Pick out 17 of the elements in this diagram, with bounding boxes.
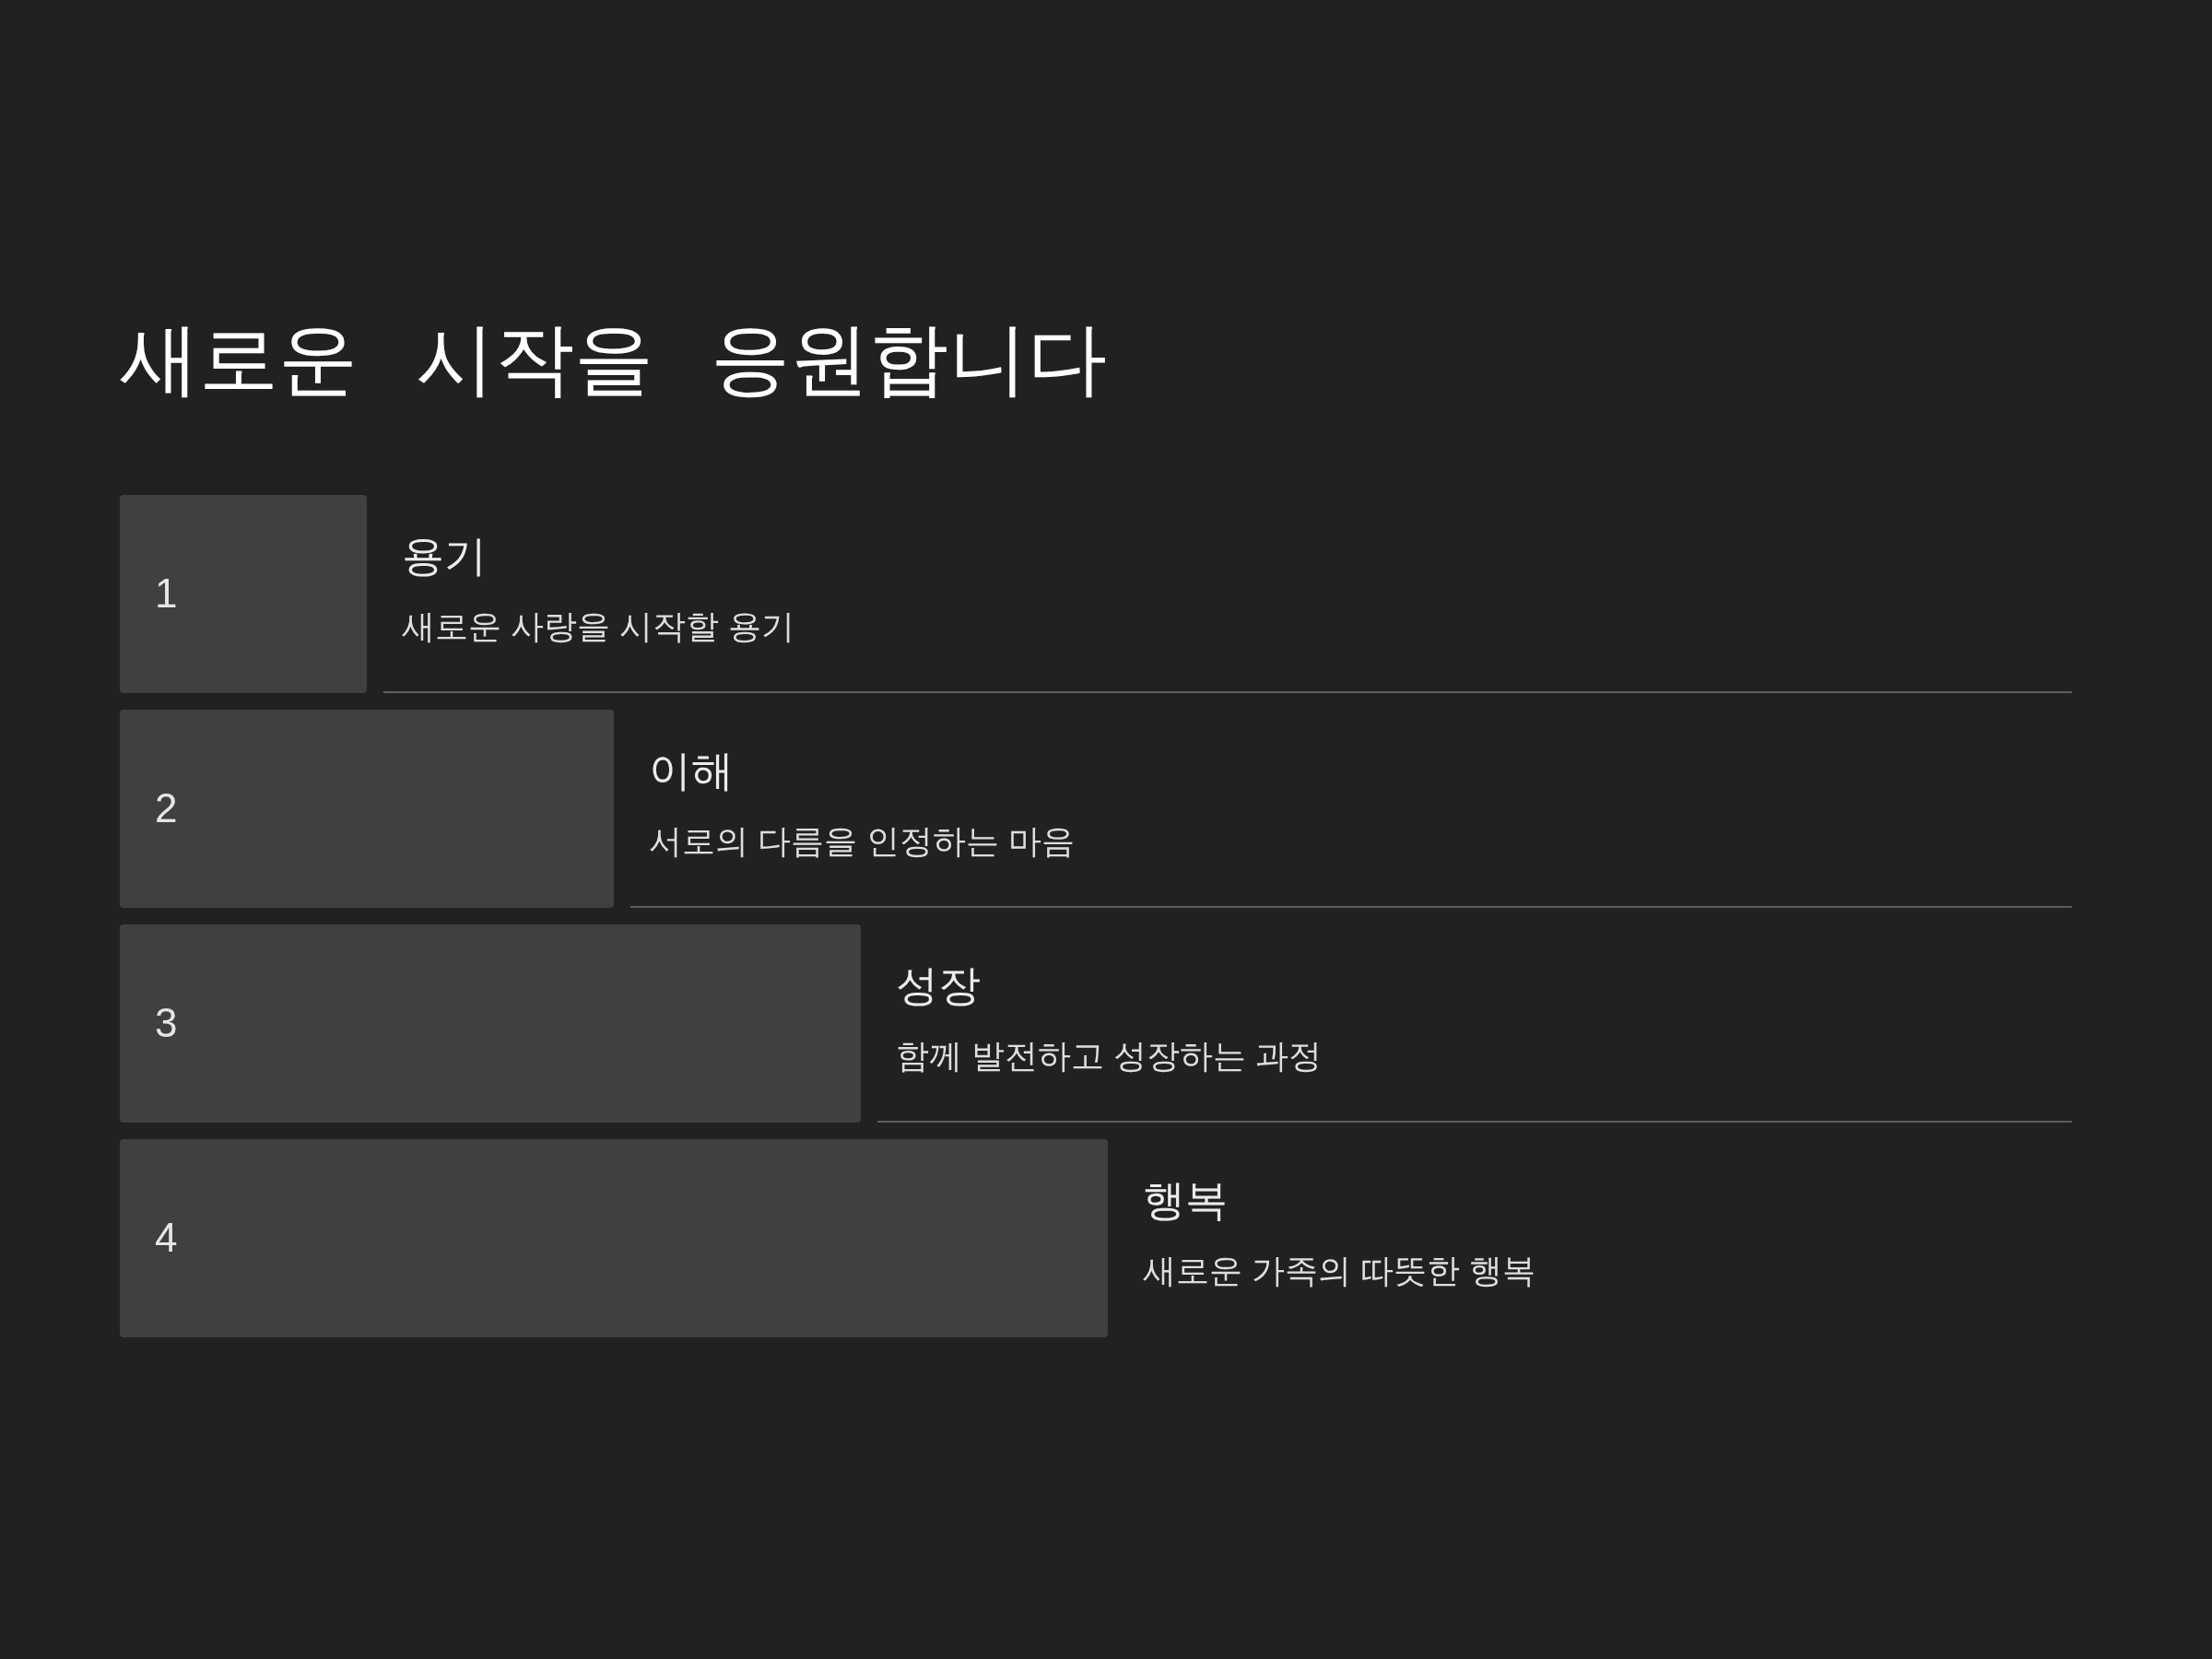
step-bar — [120, 495, 367, 693]
step-heading: 행복 — [1143, 1175, 1229, 1226]
step-number: 2 — [155, 784, 178, 833]
step-heading: 성장 — [896, 960, 982, 1011]
step-heading: 이해 — [649, 746, 735, 796]
step-description: 서로의 다름을 인정하는 마음 — [649, 821, 1075, 862]
step-bar — [120, 710, 614, 908]
step-bar — [120, 1139, 1108, 1337]
step-description: 새로운 가족의 따뜻한 행복 — [1143, 1251, 1535, 1291]
step-number: 4 — [155, 1214, 178, 1263]
step-bar — [120, 924, 861, 1123]
page-title: 새로운 시작을 응원합니다 — [120, 313, 1108, 405]
step-description: 새로운 사랑을 시작할 용기 — [402, 606, 794, 647]
step-number: 1 — [155, 570, 178, 618]
step-heading: 용기 — [402, 531, 488, 582]
step-description: 함께 발전하고 성장하는 과정 — [896, 1036, 1322, 1077]
step-number: 3 — [155, 999, 178, 1048]
